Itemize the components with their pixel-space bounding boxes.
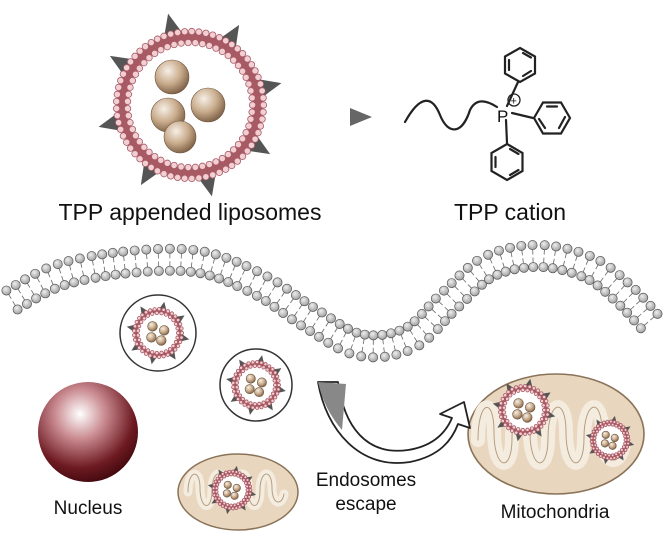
cell-membrane: [1, 240, 663, 363]
phenyl-ring-bottom: [490, 142, 524, 182]
nucleus-label: Nucleus: [53, 498, 123, 519]
phenyl-ring-top: [503, 46, 537, 84]
endosome-escape-arrow: [317, 381, 471, 464]
phenyl-ring-right: [532, 101, 572, 135]
arrow-head-icon: [350, 108, 372, 126]
mitochondrion-small: [177, 453, 299, 531]
charge-sign: +: [511, 96, 517, 108]
endosome-2: [219, 348, 293, 422]
endosome-escape-label-line1: Endosomes: [315, 470, 417, 491]
endosome-1: [119, 294, 197, 372]
mitochondrion-large: [467, 373, 645, 495]
phosphorus-atom: P: [497, 107, 508, 126]
alkyl-chain: [403, 99, 499, 131]
nucleus: [38, 382, 138, 482]
charge-circle: [507, 93, 521, 107]
cation-label: TPP cation: [453, 199, 567, 225]
endosome-escape-label-line2: escape: [335, 494, 397, 515]
liposome-label: TPP appended liposomes: [58, 199, 322, 225]
tpp-cation-structure: [403, 46, 572, 182]
mitochondria-label: Mitochondria: [500, 502, 610, 523]
tpp-liposome-large: [98, 13, 282, 197]
